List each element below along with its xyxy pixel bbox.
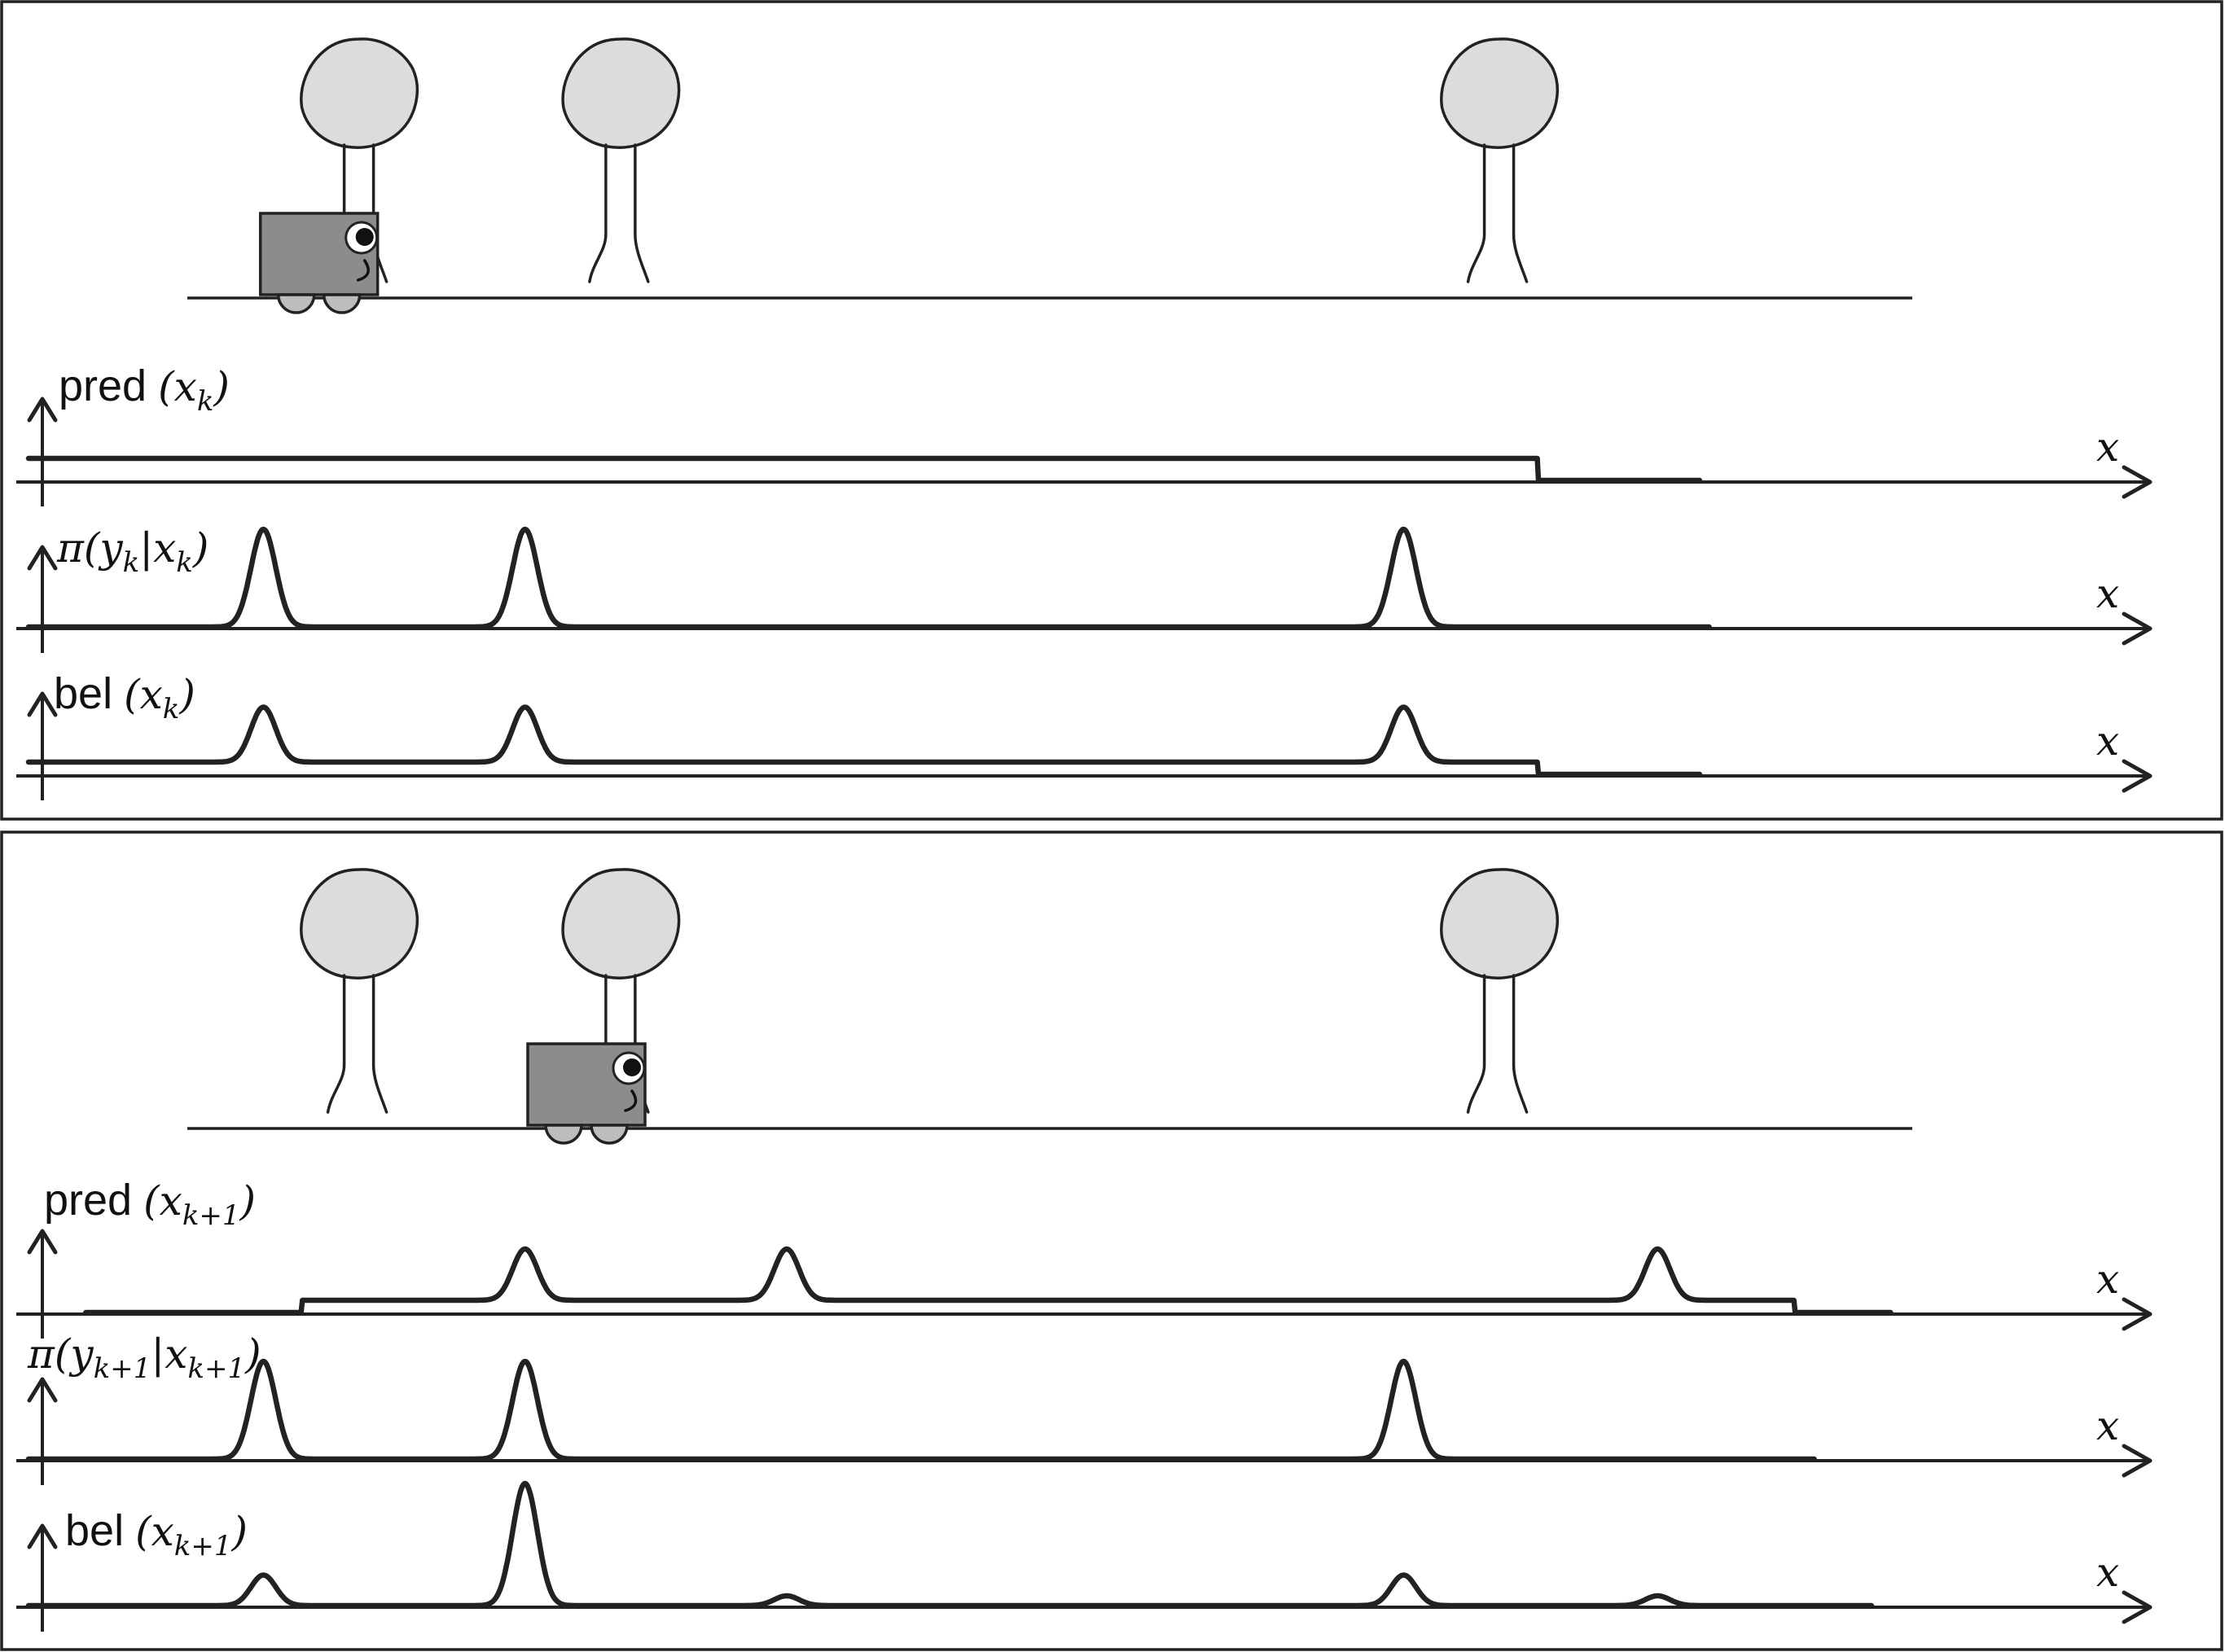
label-mid: |x xyxy=(151,1330,187,1378)
distribution-curve xyxy=(25,526,1712,630)
label-sub: k xyxy=(163,693,180,725)
distribution-curve xyxy=(25,1480,1875,1609)
x-axis-label: x xyxy=(2096,1549,2119,1596)
plot-label: pred(xk) xyxy=(59,362,230,418)
label-sub: k+1 xyxy=(187,1352,245,1385)
label-sub: k xyxy=(197,385,214,418)
label-word: bel xyxy=(54,669,112,718)
x-axis-arrow xyxy=(2122,1297,2153,1331)
plot-label: bel(xk+1) xyxy=(65,1506,248,1562)
label-sub: k+1 xyxy=(182,1199,240,1232)
label-word: pred xyxy=(44,1176,132,1225)
plot-label: pred(xk+1) xyxy=(44,1176,256,1232)
label-prefix: π( xyxy=(27,1330,72,1378)
label-word: pred xyxy=(59,362,147,410)
label-mid: |x xyxy=(139,524,176,572)
distribution-curve xyxy=(25,1358,1817,1462)
label-sub: k+1 xyxy=(174,1530,232,1562)
label-var: x xyxy=(160,1177,182,1225)
label-word: bel xyxy=(65,1506,124,1555)
x-axis-label: x xyxy=(2096,1402,2119,1449)
label-sub: k xyxy=(176,546,193,579)
distribution-curve xyxy=(25,455,1703,484)
plot-label: π(yk+1|xk+1) xyxy=(27,1330,261,1385)
label-sub: k xyxy=(123,546,140,579)
label-var: x xyxy=(174,363,197,410)
y-axis-arrow xyxy=(27,691,58,717)
x-axis-label: x xyxy=(2096,717,2119,765)
y-axis-arrow xyxy=(27,397,58,423)
plot-label: bel(xk) xyxy=(54,669,195,725)
x-axis-arrow xyxy=(2122,1444,2153,1478)
label-obs: y xyxy=(68,1330,94,1378)
x-axis-arrow xyxy=(2122,1590,2153,1624)
label-sub: k+1 xyxy=(94,1352,151,1385)
plot-label: π(yk|xk) xyxy=(56,524,208,579)
y-axis-arrow xyxy=(27,545,58,571)
plot-likelihood: x π(yk+1|xk+1) xyxy=(16,1330,2153,1485)
label-prefix: π( xyxy=(56,524,101,572)
plot-likelihood: x π(yk|xk) xyxy=(16,524,2153,653)
distribution-curve xyxy=(83,1246,1894,1316)
y-axis-arrow xyxy=(27,1229,58,1255)
y-axis-arrow xyxy=(27,1523,58,1549)
label-var: x xyxy=(151,1508,174,1555)
x-axis-label: x xyxy=(2096,423,2119,471)
x-axis-arrow xyxy=(2122,759,2153,793)
x-axis-label: x xyxy=(2096,1255,2119,1303)
x-axis-arrow xyxy=(2122,465,2153,499)
distribution-curve xyxy=(25,704,1703,778)
label-var: x xyxy=(140,671,163,718)
y-axis-arrow xyxy=(27,1377,58,1403)
x-axis-arrow xyxy=(2122,611,2153,646)
x-axis-label: x xyxy=(2096,570,2119,617)
label-obs: y xyxy=(98,524,123,572)
